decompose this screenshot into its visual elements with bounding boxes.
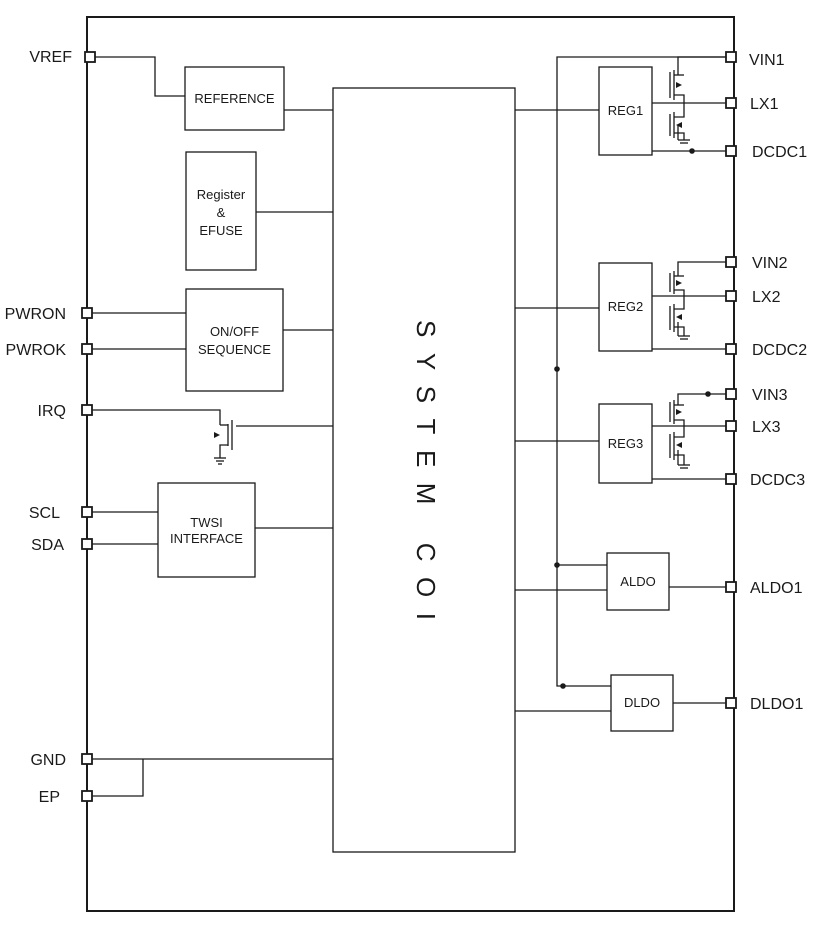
irq-transistor-icon (214, 420, 233, 465)
pin-label-dcdc3: DCDC3 (750, 472, 805, 489)
pin-lx3 (725, 420, 737, 432)
pin-label-dldo1: DLDO1 (750, 696, 803, 713)
pin-label-dcdc1: DCDC1 (752, 144, 807, 161)
reference-label: REFERENCE (194, 91, 275, 106)
junction-dots (554, 148, 711, 689)
reg1-label: REG1 (608, 103, 643, 118)
pin-aldo1 (725, 581, 737, 593)
pin-lx1 (725, 97, 737, 109)
onoff-sequence-block (185, 288, 284, 392)
aldo-label: ALDO (620, 574, 655, 589)
pin-label-gnd: GND (30, 752, 66, 769)
pin-dcdc2 (725, 343, 737, 355)
pin-label-pwrok: PWROK (6, 342, 67, 359)
pin-vin3 (725, 388, 737, 400)
chip-outline (86, 16, 735, 912)
onoff-label-line1: ON/OFF (210, 324, 259, 339)
pin-scl (81, 506, 93, 518)
reg3-switch-icon (669, 400, 690, 469)
reg2-switch-icon (669, 271, 690, 340)
onoff-label-line2: SEQUENCE (198, 342, 271, 357)
pin-label-sda: SDA (31, 537, 64, 554)
pin-ep (81, 790, 93, 802)
pin-vref (84, 51, 96, 63)
pin-lx2 (725, 290, 737, 302)
pin-label-ep: EP (39, 789, 60, 806)
register-efuse-block (185, 151, 257, 271)
pin-pwrok (81, 343, 93, 355)
system-core-block (332, 87, 516, 853)
pin-label-vin2: VIN2 (752, 255, 788, 272)
pin-label-vin3: VIN3 (752, 387, 788, 404)
reg3-block (598, 403, 653, 484)
pin-label-lx2: LX2 (752, 289, 781, 306)
pin-pwron (81, 307, 93, 319)
twsi-interface-block (157, 482, 256, 578)
dldo-block (610, 674, 674, 732)
pin-label-pwron: PWRON (5, 306, 66, 323)
register-label-line1: Register (197, 187, 246, 202)
aldo-block (606, 552, 670, 611)
pin-label-lx3: LX3 (752, 419, 781, 436)
pin-gnd (81, 753, 93, 765)
pin-label-dcdc2: DCDC2 (752, 342, 807, 359)
pin-label-scl: SCL (29, 505, 60, 522)
pin-label-vref: VREF (29, 49, 72, 66)
pin-label-vin1: VIN1 (749, 52, 785, 69)
reg1-switch-icon (669, 70, 690, 144)
pin-irq (81, 404, 93, 416)
reference-block (184, 66, 285, 131)
reg3-label: REG3 (608, 436, 643, 451)
pin-dcdc3 (725, 473, 737, 485)
wiring (92, 56, 731, 797)
pin-dldo1 (725, 697, 737, 709)
pin-sda (81, 538, 93, 550)
pin-label-lx1: LX1 (750, 96, 779, 113)
pin-label-aldo1: ALDO1 (750, 580, 803, 597)
reg2-label: REG2 (608, 299, 643, 314)
twsi-label-line2: INTERFACE (170, 531, 243, 546)
pin-dcdc1 (725, 145, 737, 157)
twsi-label-line1: TWSI (190, 515, 223, 530)
dldo-label: DLDO (624, 695, 660, 710)
reg1-block (598, 66, 653, 156)
register-label-line3: EFUSE (199, 223, 243, 238)
register-label-line2: & (217, 205, 226, 220)
pin-vin1 (725, 51, 737, 63)
pin-vin2 (725, 256, 737, 268)
pin-label-irq: IRQ (38, 403, 66, 420)
reg2-block (598, 262, 653, 352)
